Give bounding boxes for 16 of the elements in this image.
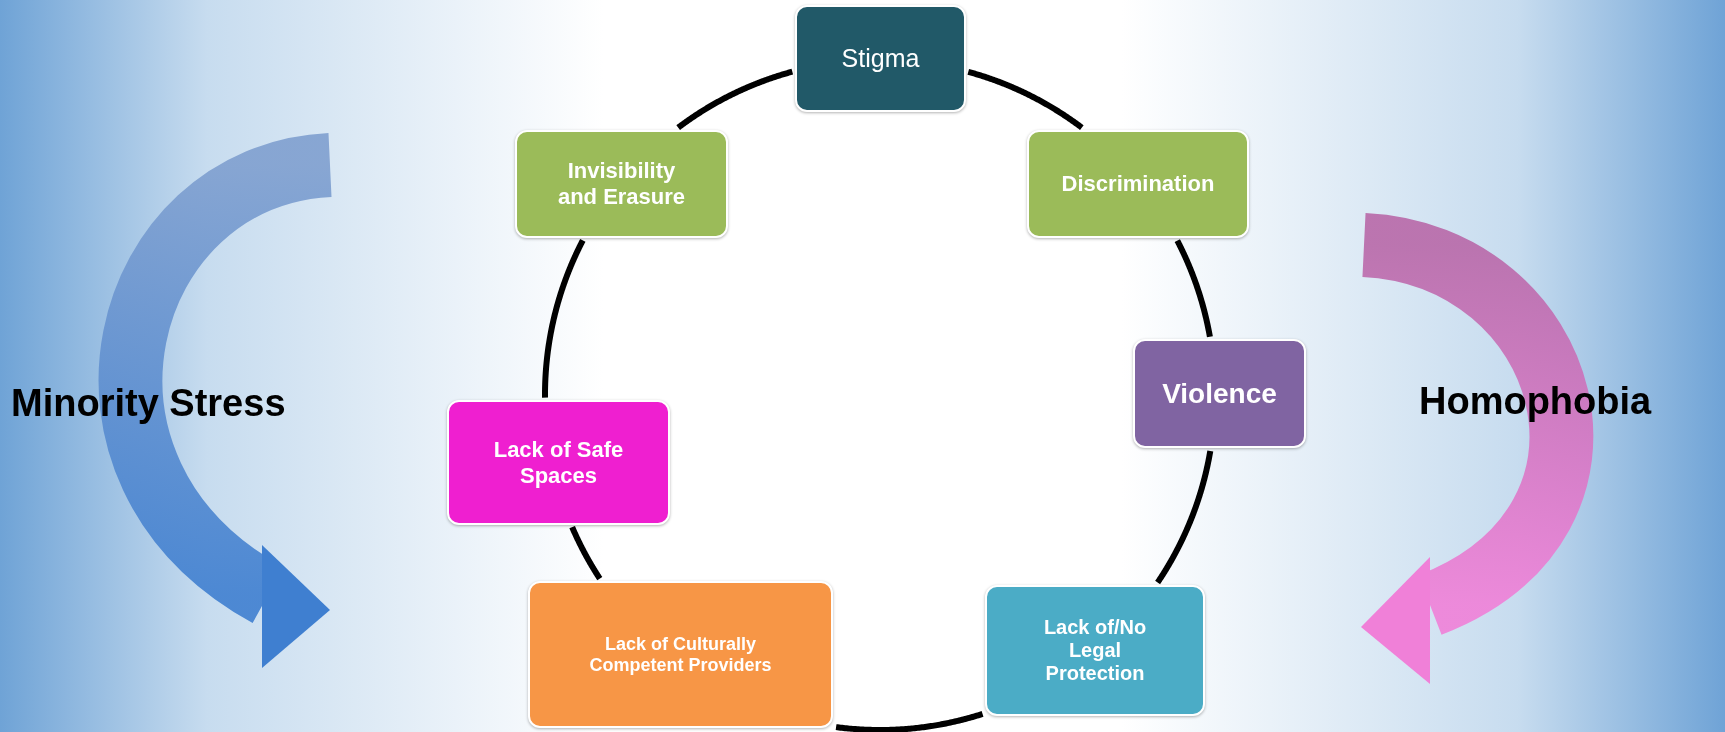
side-label: Minority Stress bbox=[11, 382, 286, 425]
category-box: Invisibility and Erasure bbox=[515, 130, 728, 238]
connector-line bbox=[676, 68, 795, 130]
connector-line bbox=[966, 68, 1085, 131]
connector-line bbox=[542, 238, 586, 400]
connector-line bbox=[834, 711, 985, 732]
connector-line bbox=[1174, 238, 1213, 340]
category-box: Lack of Culturally Competent Providers bbox=[528, 581, 833, 728]
connector-line bbox=[1155, 448, 1214, 585]
category-box: Lack of/No Legal Protection bbox=[985, 585, 1205, 716]
connector-line bbox=[569, 524, 603, 581]
category-box: Stigma bbox=[795, 5, 966, 112]
category-box: Lack of Safe Spaces bbox=[447, 400, 670, 525]
side-label: Homophobia bbox=[1419, 380, 1652, 423]
category-box: Violence bbox=[1133, 339, 1306, 448]
category-box: Discrimination bbox=[1027, 130, 1249, 238]
